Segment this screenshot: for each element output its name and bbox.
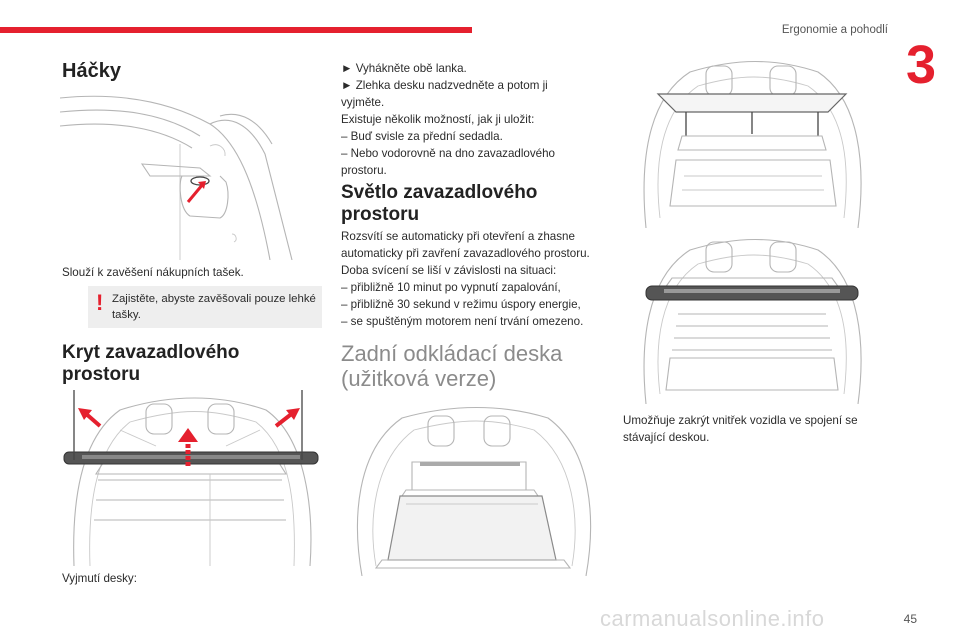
light-line: – se spuštěným motorem není trvání omeze…: [341, 315, 584, 328]
light-line: – přibližně 30 sekund v režimu úspory en…: [341, 298, 581, 311]
light-line: Doba svícení se liší v závislosti na sit…: [341, 264, 557, 277]
cover-heading-line1: Kryt zavazadlového: [62, 342, 240, 363]
step-line: ► Zlehka desku nadzvedněte a potom ji: [341, 79, 548, 92]
warning-box: ! Zajistěte, abyste zavěšovali pouze leh…: [88, 286, 322, 328]
step-line: vyjměte.: [341, 96, 385, 109]
step-line: prostoru.: [341, 164, 387, 177]
warning-icon: !: [96, 290, 104, 315]
light-line: – přibližně 10 minut po vypnutí zapalová…: [341, 281, 561, 294]
removal-text: Vyjmutí desky:: [62, 572, 137, 585]
light-line: automaticky při zavření zavazadlového pr…: [341, 247, 590, 260]
top-accent-bar: [0, 27, 472, 33]
cover-removal-illustration: [63, 390, 319, 566]
light-text: Rozsvítí se automaticky při otevření a z…: [341, 228, 609, 330]
light-heading-line1: Světlo zavazadlového: [341, 182, 538, 203]
cover-caption: Umožňuje zakrýt vnitřek vozidla ve spoje…: [623, 412, 883, 446]
step-line: – Buď svisle za přední sedadla.: [341, 130, 503, 143]
caption-line: Umožňuje zakrýt vnitřek vozidla ve spoje…: [623, 414, 858, 427]
caption-line: stávající deskou.: [623, 431, 710, 444]
section-title: Ergonomie a pohodlí: [781, 24, 888, 36]
hooks-illustration: [60, 95, 293, 260]
step-line: Existuje několik možností, jak ji uložit…: [341, 113, 535, 126]
cover-horizontal-storage-illustration: [643, 238, 862, 404]
rear-shelf-heading-line2: (užitková verze): [341, 366, 497, 391]
chapter-number: 3: [905, 35, 937, 95]
step-line: – Nebo vodorovně na dno zavazadlového: [341, 147, 555, 160]
removal-steps: ► Vyhákněte obě lanka. ► Zlehka desku na…: [341, 60, 609, 179]
rear-shelf-heading-line1: Zadní odkládací deska: [341, 341, 563, 366]
cover-vertical-storage-illustration: [643, 60, 862, 228]
page-number: 45: [903, 612, 917, 626]
hooks-text: Slouží k zavěšení nákupních tašek.: [62, 266, 244, 279]
rear-shelf-illustration: [356, 407, 592, 576]
step-line: ► Vyhákněte obě lanka.: [341, 62, 467, 75]
cover-heading-line2: prostoru: [62, 364, 141, 385]
warning-text: Zajistěte, abyste zavěšovali pouze lehké…: [112, 293, 316, 321]
light-line: Rozsvítí se automaticky při otevření a z…: [341, 230, 575, 243]
hooks-heading: Háčky: [62, 60, 121, 82]
watermark: carmanualsonline.info: [600, 606, 825, 631]
light-heading-line2: prostoru: [341, 204, 420, 225]
